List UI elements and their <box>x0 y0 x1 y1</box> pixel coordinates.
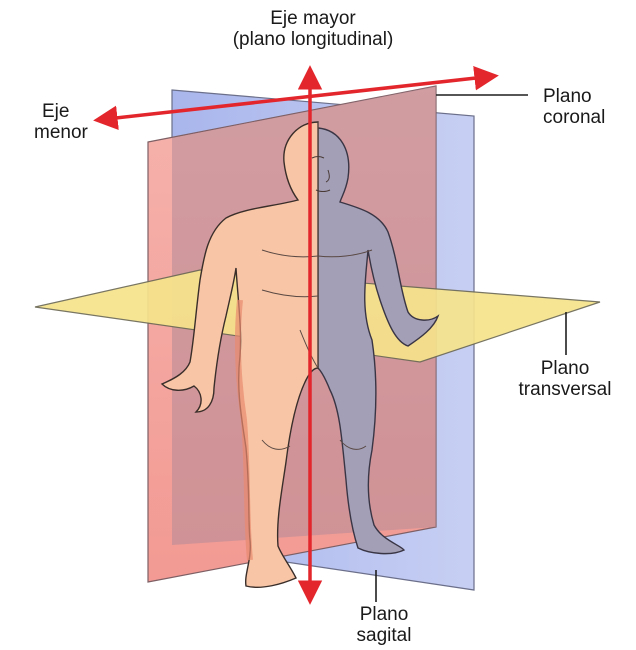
minor-axis-label-line1: Eje <box>34 101 88 122</box>
transverse-plane-label-line2: transversal <box>500 379 630 400</box>
transverse-plane-label: Plano transversal <box>500 358 630 400</box>
sagittal-plane-label-line2: sagital <box>334 625 434 646</box>
minor-axis-label-line2: menor <box>34 122 88 143</box>
transverse-plane-label-line1: Plano <box>500 358 630 379</box>
minor-axis-label: Eje menor <box>34 101 88 143</box>
major-axis-label-line2: (plano longitudinal) <box>168 29 458 50</box>
coronal-plane-label-line2: coronal <box>543 107 605 128</box>
coronal-plane-label: Plano coronal <box>543 86 605 128</box>
sagittal-plane-label: Plano sagital <box>334 604 434 646</box>
sagittal-plane-label-line1: Plano <box>334 604 434 625</box>
major-axis-label: Eje mayor (plano longitudinal) <box>168 8 458 50</box>
major-axis-label-line1: Eje mayor <box>168 8 458 29</box>
coronal-plane-label-line1: Plano <box>543 86 605 107</box>
